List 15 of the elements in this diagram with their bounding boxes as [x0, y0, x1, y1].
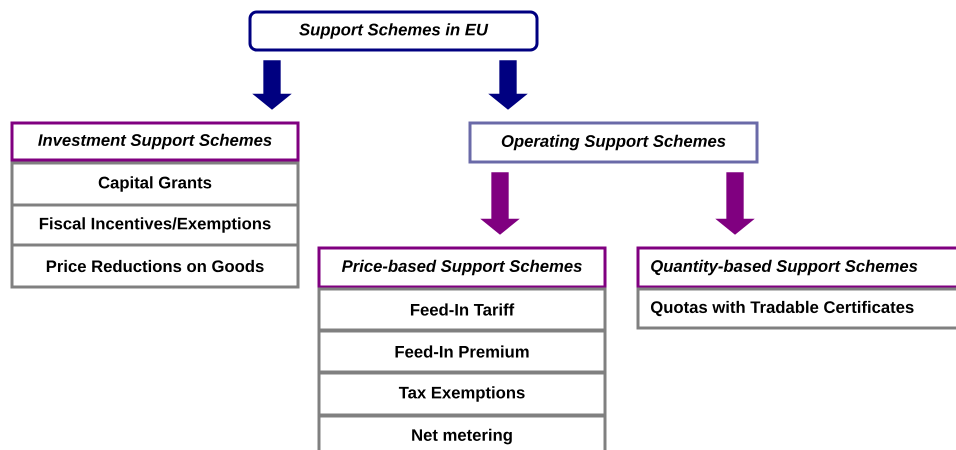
category-box: Operating Support Schemes	[468, 122, 758, 164]
node-label: Quantity-based Support Schemes	[651, 260, 918, 276]
scheme-box: Net metering	[318, 414, 606, 450]
scheme-box: Price Reductions on Goods	[10, 244, 300, 288]
title-box: Support Schemes in EU	[248, 10, 538, 52]
scheme-box: Capital Grants	[10, 162, 300, 206]
scheme-box: Feed-In Tariff	[318, 288, 606, 332]
scheme-box: Fiscal Incentives/Exemptions	[10, 204, 300, 246]
node-label: Quotas with Tradable Certificates	[650, 300, 914, 316]
category-box: Price-based Support Schemes	[318, 246, 606, 288]
scheme-box: Tax Exemptions	[318, 372, 606, 416]
scheme-box	[636, 288, 956, 330]
category-box	[636, 246, 956, 288]
scheme-box: Feed-In Premium	[318, 330, 606, 374]
category-box: Investment Support Schemes	[10, 122, 300, 162]
